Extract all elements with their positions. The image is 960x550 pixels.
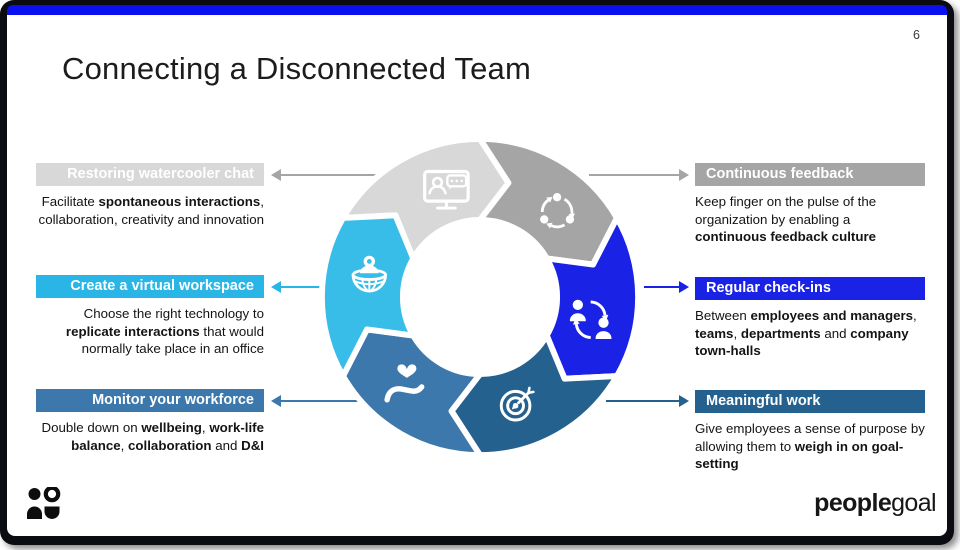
callout-title: Create a virtual workspace bbox=[36, 275, 264, 298]
callout-title: Restoring watercooler chat bbox=[36, 163, 264, 186]
arrow-head-icon bbox=[271, 395, 281, 407]
arrow-head-icon bbox=[679, 395, 689, 407]
arrow-head-icon bbox=[271, 169, 281, 181]
wheel-segments bbox=[318, 135, 642, 459]
callout-title: Continuous feedback bbox=[695, 163, 925, 186]
connector-arrow-right-1 bbox=[589, 169, 689, 181]
callout-create-virtual-workspace: Create a virtual workspace Choose the ri… bbox=[36, 275, 264, 358]
peoplegoal-wordmark: peoplegoal bbox=[814, 491, 936, 516]
callout-body: Facilitate spontaneous interactions, col… bbox=[38, 194, 264, 227]
cycle-arrows-icon bbox=[540, 193, 575, 229]
callout-title: Monitor your workforce bbox=[36, 389, 264, 412]
callout-body: Double down on wellbeing, work-life bala… bbox=[41, 420, 264, 453]
callout-regular-check-ins: Regular check-ins Between employees and … bbox=[695, 277, 925, 360]
page-number: 6 bbox=[913, 28, 920, 42]
arrow-shaft bbox=[280, 400, 358, 402]
connector-arrow-left-3 bbox=[271, 395, 358, 407]
connector-arrow-left-1 bbox=[271, 169, 377, 181]
arrow-shaft bbox=[280, 286, 320, 288]
peoplegoal-logo-icon bbox=[27, 487, 61, 519]
callout-body: Keep finger on the pulse of the organiza… bbox=[695, 194, 877, 245]
connector-arrow-left-2 bbox=[271, 281, 320, 293]
globe-person-icon bbox=[351, 255, 388, 293]
connector-arrow-right-2 bbox=[644, 281, 689, 293]
callout-continuous-feedback: Continuous feedback Keep finger on the p… bbox=[695, 163, 925, 246]
arrow-shaft bbox=[606, 400, 680, 402]
arrow-head-icon bbox=[271, 281, 281, 293]
process-wheel bbox=[318, 135, 642, 459]
arrow-head-icon bbox=[679, 169, 689, 181]
people-sync-icon bbox=[569, 299, 612, 339]
hand-heart-icon bbox=[384, 364, 425, 403]
callout-title: Meaningful work bbox=[695, 390, 925, 413]
arrow-shaft bbox=[644, 286, 680, 288]
callout-body: Choose the right technology to replicate… bbox=[65, 306, 264, 357]
segment-virtual-workspace bbox=[318, 212, 417, 380]
accent-bar bbox=[7, 5, 947, 15]
callout-body: Between employees and managers, teams, d… bbox=[695, 308, 917, 359]
arrow-shaft bbox=[280, 174, 377, 176]
video-chat-icon bbox=[423, 169, 470, 210]
callout-title: Regular check-ins bbox=[695, 277, 925, 300]
wordmark-people: people bbox=[814, 489, 892, 517]
arrow-shaft bbox=[589, 174, 680, 176]
connector-arrow-right-3 bbox=[606, 395, 689, 407]
callout-restoring-watercooler-chat: Restoring watercooler chat Facilitate sp… bbox=[36, 163, 264, 228]
page-title: Connecting a Disconnected Team bbox=[62, 51, 531, 86]
slide: 6 Connecting a Disconnected Team Restori… bbox=[7, 15, 947, 536]
callout-monitor-your-workforce: Monitor your workforce Double down on we… bbox=[36, 389, 264, 454]
callout-meaningful-work: Meaningful work Give employees a sense o… bbox=[695, 390, 925, 473]
wordmark-goal: goal bbox=[891, 489, 936, 517]
arrow-head-icon bbox=[679, 281, 689, 293]
target-icon bbox=[499, 386, 535, 422]
callout-body: Give employees a sense of purpose by all… bbox=[695, 421, 925, 472]
